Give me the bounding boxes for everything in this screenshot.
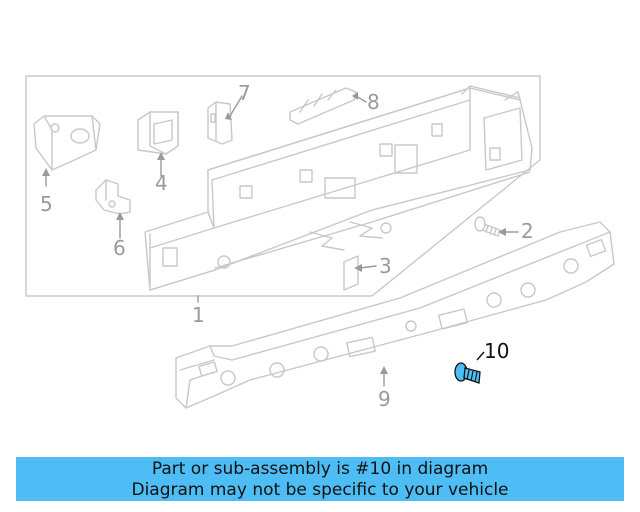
- banner-line-1: Part or sub-assembly is #10 in diagram: [151, 459, 489, 479]
- parts-diagram: 1 2 3 4 5 6 7 8 9 10: [25, 75, 615, 411]
- part-7-clip: [207, 101, 233, 145]
- callout-1: 1: [192, 303, 205, 327]
- assembly-outline: [25, 75, 541, 297]
- info-banner: Part or sub-assembly is #10 in diagram D…: [16, 457, 624, 501]
- part-6-bracket: [95, 179, 131, 215]
- callout-4: 4: [155, 171, 168, 195]
- callout-6: 6: [113, 236, 126, 260]
- part-9-bumper-beam: [175, 221, 615, 409]
- part-10-bolt-icon[interactable]: [454, 351, 485, 384]
- banner-line-2: Diagram may not be specific to your vehi…: [131, 480, 509, 500]
- part-4-bracket: [137, 111, 179, 155]
- part-2-screw: [474, 216, 501, 237]
- part-3-patch: [343, 255, 359, 291]
- callout-10[interactable]: 10: [484, 339, 509, 363]
- callout-7: 7: [238, 81, 251, 105]
- part-8-strip: [289, 87, 357, 125]
- callout-8: 8: [367, 90, 380, 114]
- callout-9: 9: [378, 387, 391, 411]
- callout-5: 5: [40, 192, 53, 216]
- callout-2: 2: [521, 219, 534, 243]
- callout-3: 3: [379, 254, 392, 278]
- part-5-bracket: [33, 115, 101, 171]
- leader-arrows: [42, 92, 506, 374]
- rear-panel: [144, 85, 533, 291]
